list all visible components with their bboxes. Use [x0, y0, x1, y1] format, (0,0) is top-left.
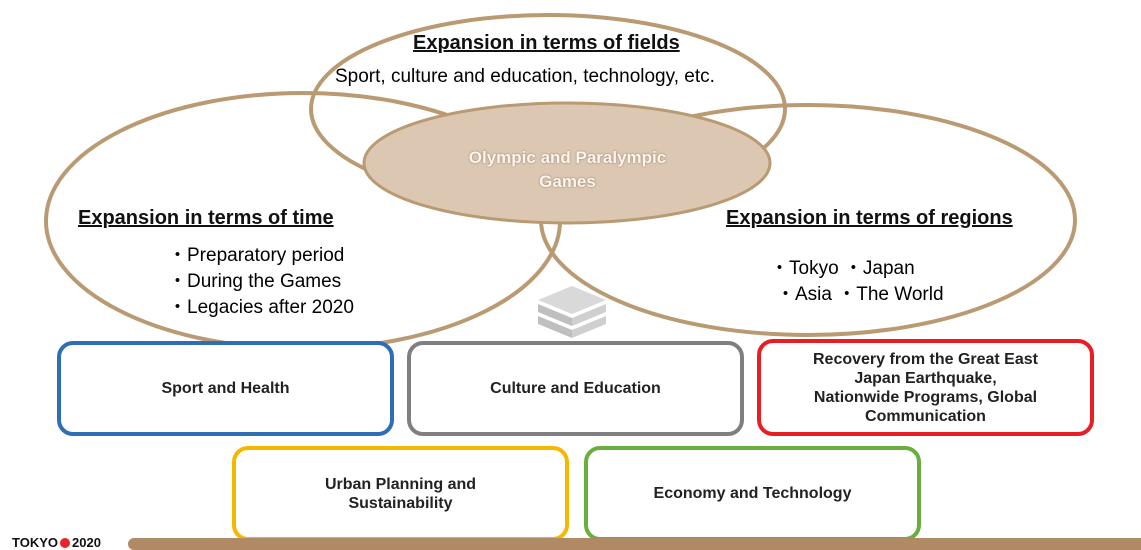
- regions-row-2: ・Asia ・The World: [776, 284, 944, 305]
- theme-urban-planning: Urban Planning and Sustainability: [232, 446, 569, 541]
- theme-culture-education: Culture and Education: [407, 341, 744, 436]
- regions-list: ・Tokyo ・Japan ・Asia ・The World: [770, 256, 944, 308]
- logo-red-dot-icon: [60, 537, 70, 548]
- core-label-line2: Games: [539, 172, 596, 191]
- time-item-preparatory: ・Preparatory period: [168, 245, 345, 266]
- footer-bar: [128, 538, 1141, 550]
- core-label: Olympic and Paralympic Games: [410, 146, 725, 194]
- theme-sport-health-label: Sport and Health: [161, 380, 290, 397]
- tokyo-2020-logo: TOKYO 2020: [12, 535, 101, 550]
- theme-recovery: Recovery from the Great East Japan Earth…: [757, 339, 1094, 436]
- theme-economy-technology-label: Economy and Technology: [653, 485, 852, 502]
- fields-heading: Expansion in terms of fields: [413, 32, 680, 54]
- time-heading: Expansion in terms of time: [78, 207, 334, 229]
- core-ellipse: [362, 101, 772, 225]
- time-item-legacies: ・Legacies after 2020: [168, 297, 354, 318]
- theme-recovery-label: Recovery from the Great East Japan Earth…: [813, 350, 1038, 425]
- logo-text-tokyo: TOKYO: [12, 535, 58, 550]
- theme-culture-education-label: Culture and Education: [490, 380, 661, 397]
- theme-sport-health: Sport and Health: [57, 341, 394, 436]
- core-label-line1: Olympic and Paralympic: [468, 148, 667, 167]
- regions-heading: Expansion in terms of regions: [726, 207, 1013, 229]
- fields-subtext: Sport, culture and education, technology…: [335, 66, 715, 87]
- logo-text-2020: 2020: [72, 535, 101, 550]
- regions-row-1: ・Tokyo ・Japan: [770, 258, 915, 279]
- time-item-during: ・During the Games: [168, 271, 342, 292]
- stack-arrow-icon: [538, 286, 606, 338]
- time-list: ・Preparatory period ・During the Games ・L…: [168, 243, 354, 321]
- theme-urban-planning-label: Urban Planning and Sustainability: [324, 475, 477, 512]
- theme-economy-technology: Economy and Technology: [584, 446, 921, 541]
